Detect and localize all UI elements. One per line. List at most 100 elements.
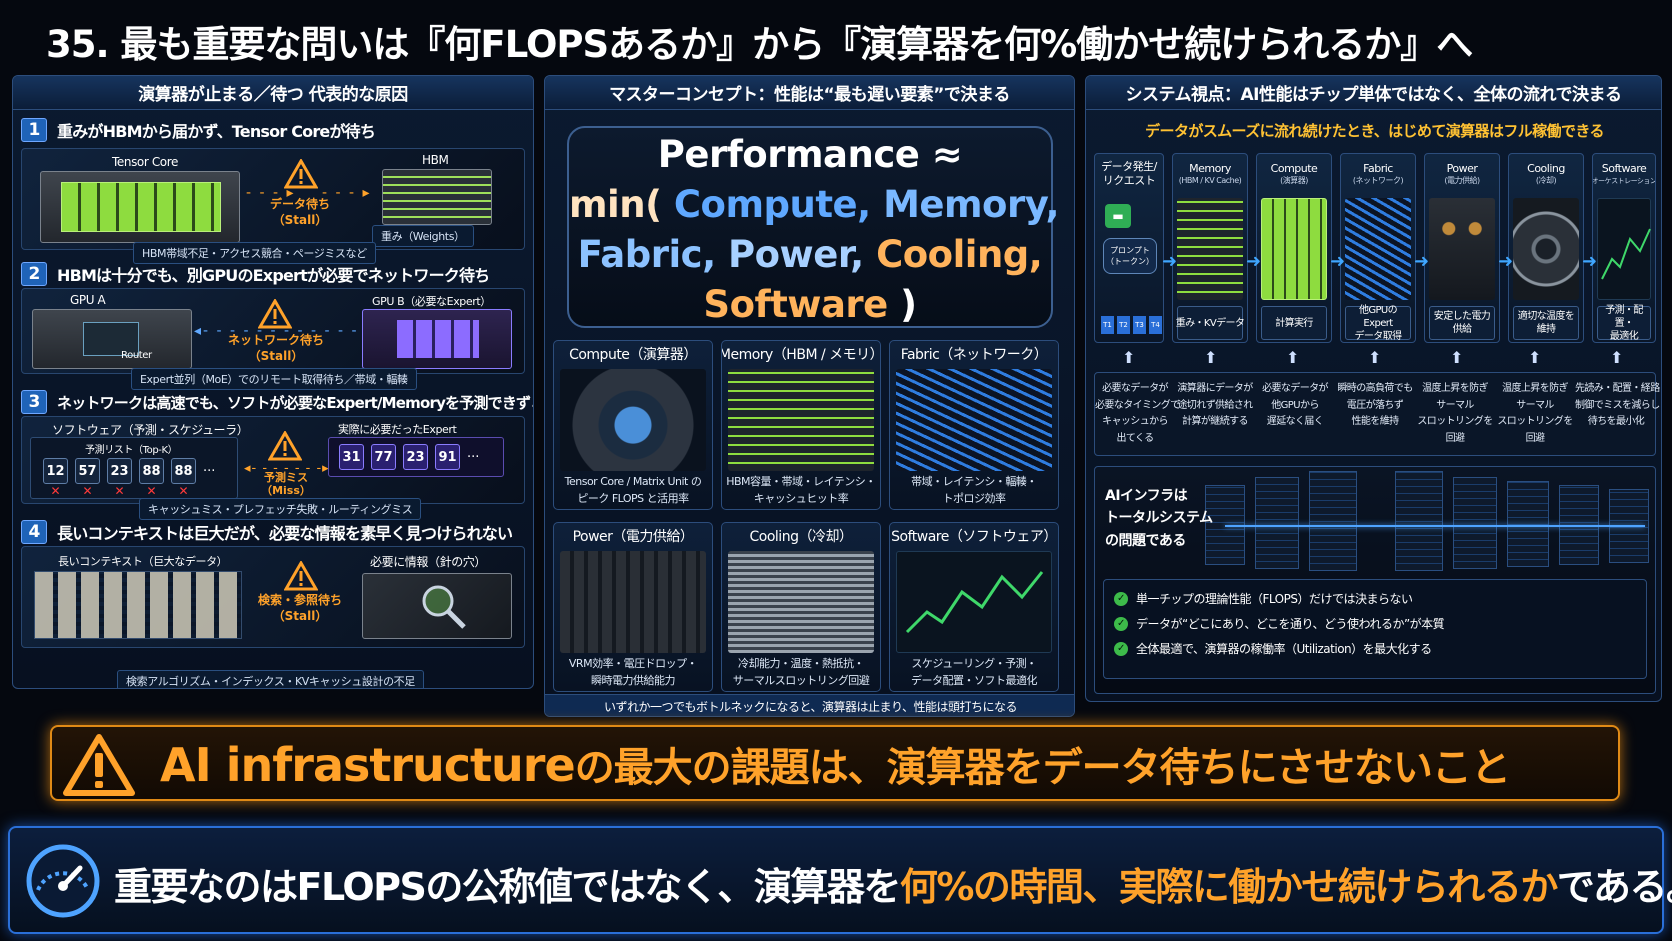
arrow-up-icon: ⬆ <box>1286 348 1300 367</box>
cause-4-illustration: 長いコンテキスト（巨大なデータ） 検索・参照待ち （Stall） 必要に情報（針… <box>21 546 525 648</box>
cause-2-footer: Expert並列（MoE）でのリモート取得待ち／帯域・輻輳 <box>131 368 417 390</box>
flow-col-fabric: Fabric(ネットワーク) 他GPUのExpert データ取得 <box>1340 153 1416 343</box>
check-text: 全体最適で、演算器の稼働率（Utilization）を最大化する <box>1136 642 1432 656</box>
arrow-up-icon: ⬆ <box>1610 348 1624 367</box>
tile-memory-caption: HBM容量・帯域・レイテンシ・キャッシュヒット率 <box>724 474 878 507</box>
predicted-value: 57 <box>75 458 100 484</box>
challenge-banner: AI infrastructureの最大の課題は、演算器をデータ待ちにさせないこ… <box>50 725 1620 801</box>
flow-memory-image <box>1177 198 1243 300</box>
token: T1 <box>1101 316 1114 334</box>
tile-cooling-cap2: サーマルスロットリング回避 <box>732 673 870 687</box>
flow-desc-line: 瞬時の高負荷でも <box>1337 383 1413 394</box>
flow-col-software-header: Software(オーケストレーション) <box>1593 154 1655 194</box>
flow-desc-line: 出てくる <box>1116 432 1154 444</box>
formula-compute: Compute, <box>673 183 871 226</box>
flow-col-power-h2: (電力供給) <box>1444 175 1480 185</box>
tile-fabric-caption: 帯域・レイテンシ・輻輳・トポロジ効率 <box>892 474 1056 507</box>
left-panel: 演算器が止まる／待つ 代表的な原因 1 重みがHBMから届かず、Tensor C… <box>12 75 534 689</box>
tile-power-caption: VRM効率・電圧ドロップ・瞬時電力供給能力 <box>556 656 710 689</box>
cause-1-warning: データ待ち （Stall） <box>260 197 340 228</box>
tile-cooling-caption: 冷却能力・温度・熱抵抗・サーマルスロットリング回避 <box>724 656 878 689</box>
flow-desc-line: 必要なタイミングで <box>1095 399 1180 411</box>
flow-desc-line: 性能を維持 <box>1351 416 1400 427</box>
hbm-label: HBM <box>422 153 449 167</box>
predicted-value: 12 <box>43 458 68 484</box>
server-rack <box>1255 477 1299 569</box>
check-item: ✓全体最適で、演算器の稼働率（Utilization）を最大化する <box>1114 640 1636 657</box>
flow-col-compute-h1: Compute <box>1270 161 1318 175</box>
flow-col-power-caption: 安定した電力 供給 <box>1429 306 1495 340</box>
arrow-up-icon: ⬆ <box>1368 348 1382 367</box>
arrow-both-icon: ◂- - - - - - -▸ <box>244 461 330 476</box>
up-arrow-row: ⬆ ⬆ ⬆ ⬆ ⬆ ⬆ ⬆ <box>1094 348 1656 370</box>
challenge-text: AI infrastructureの最大の課題は、演算器をデータ待ちにさせないこ… <box>160 735 1511 793</box>
actual-value: 91 <box>435 444 460 470</box>
conclusion-banner: 重要なのはFLOPSの公称値ではなく、演算器を何%の時間、実際に働かせ続けられる… <box>8 826 1672 934</box>
formula-min: min( <box>569 183 662 226</box>
tile-cooling-cap1: 冷却能力・温度・熱抵抗・ <box>738 657 865 670</box>
gpu-a-label: GPU A <box>70 293 106 307</box>
cause-4-warning: 検索・参照待ち （Stall） <box>250 593 350 624</box>
flow-software-image <box>1597 198 1651 300</box>
flow-desc-line: 演算器にデータが <box>1177 383 1253 394</box>
formula-fabric: Fabric, <box>577 233 716 276</box>
flow-col-memory-caption: 重み・KVデータ <box>1176 306 1245 340</box>
flow-col-cooling-h1: Cooling <box>1527 161 1565 175</box>
cause-2-warning-text: ネットワーク待ち <box>228 333 325 347</box>
actual-value: 31 <box>339 444 364 470</box>
flow-descriptions: 必要なデータが必要なタイミングでキャッシュから出てくる 演算器にデータが途切れず… <box>1094 372 1660 456</box>
flow-desc-1: 必要なデータが必要なタイミングでキャッシュから出てくる <box>1095 381 1180 447</box>
cause-2-warning-sub: （Stall） <box>248 348 304 363</box>
flow-desc-line: 温度上昇を防ぎ <box>1422 383 1488 394</box>
flow-col-request-header: データ発生/リクエスト <box>1095 154 1163 194</box>
formula-line-1: Performance ≈ <box>657 133 963 176</box>
flow-desc-3: 必要なデータが他GPUから遅延なく届く <box>1255 381 1335 431</box>
formula-box: Performance ≈ min( Compute, Memory, Fabr… <box>567 126 1060 330</box>
infra-line: トータルシステム <box>1105 510 1213 527</box>
cause-1-title: 1 重みがHBMから届かず、Tensor Coreが待ち <box>21 118 376 142</box>
cause-1-text: 重みがHBMから届かず、Tensor Coreが待ち <box>57 122 376 141</box>
flow-desc-line: サーマル <box>1516 399 1554 411</box>
left-panel-header: 演算器が止まる／待つ 代表的な原因 <box>13 76 533 110</box>
arrow-right-icon: ➜ <box>1582 251 1598 272</box>
flow-desc-line: 待ちを最小化 <box>1587 416 1645 427</box>
miss-mark: ✕ <box>50 484 61 498</box>
tile-power-title: Power（電力供給） <box>572 529 694 545</box>
needle-label: 必要に情報（針の穴） <box>370 555 487 569</box>
tile-fabric: Fabric（ネットワーク） 帯域・レイテンシ・輻輳・トポロジ効率 <box>889 340 1059 510</box>
miss-mark: ✕ <box>178 484 189 498</box>
flow-fabric-image <box>1345 198 1411 300</box>
warning-icon <box>267 429 303 461</box>
tile-memory-title: Memory（HBM / メモリ） <box>721 347 881 363</box>
predicted-value: 23 <box>107 458 132 484</box>
gauge-icon <box>24 842 102 920</box>
flow-col-memory-h2: (HBM / KV Cache) <box>1178 175 1242 185</box>
arrow-right-icon: ➜ <box>1498 251 1514 272</box>
flow-col-fabric-h1: Fabric <box>1363 161 1393 175</box>
warning-icon <box>257 297 293 329</box>
tile-compute-cap2: ピーク FLOPS と活用率 <box>577 491 689 505</box>
flow-desc-line: 回避 <box>1525 432 1545 444</box>
flow-col-software-h1: Software <box>1601 162 1647 176</box>
check-icon: ✓ <box>1114 616 1128 631</box>
cause-4-text: 長いコンテキストは巨大だが、必要な情報を素早く見つけられない <box>57 524 513 543</box>
middle-panel: マスターコンセプト：性能は“最も遅い要素”で決まる Performance ≈ … <box>544 75 1075 717</box>
formula-power: Power, <box>728 233 864 276</box>
router-label: Router <box>121 350 152 361</box>
tile-power-cap1: VRM効率・電圧ドロップ・ <box>568 657 698 670</box>
actual-expert-label: 実際に必要だったExpert <box>338 423 457 436</box>
formula-line-4: Software ) <box>569 280 1051 330</box>
prediction-values: 12✕ 57✕ 23✕ 88✕ 88✕ ··· <box>43 458 215 498</box>
check-item: ✓単一チップの理論性能（FLOPS）だけでは決まらない <box>1114 590 1636 607</box>
flow-col-compute: Compute(演算器) 計算実行 <box>1256 153 1332 343</box>
miss-mark: ✕ <box>146 484 157 498</box>
conclusion-text-b: 何%の時間、実際に働かせ続けられるか <box>899 865 1559 909</box>
miss-mark: ✕ <box>82 484 93 498</box>
needle-board <box>362 573 512 639</box>
check-icon: ✓ <box>1114 591 1128 606</box>
predicted-item: 88✕ <box>139 458 164 498</box>
fabric-cables-image <box>896 369 1052 471</box>
predicted-item: 12✕ <box>43 458 68 498</box>
flow-desc-6: 温度上昇を防ぎサーマルスロットリングを回避 <box>1495 381 1575 447</box>
flow-col-compute-header: Compute(演算器) <box>1257 154 1331 194</box>
